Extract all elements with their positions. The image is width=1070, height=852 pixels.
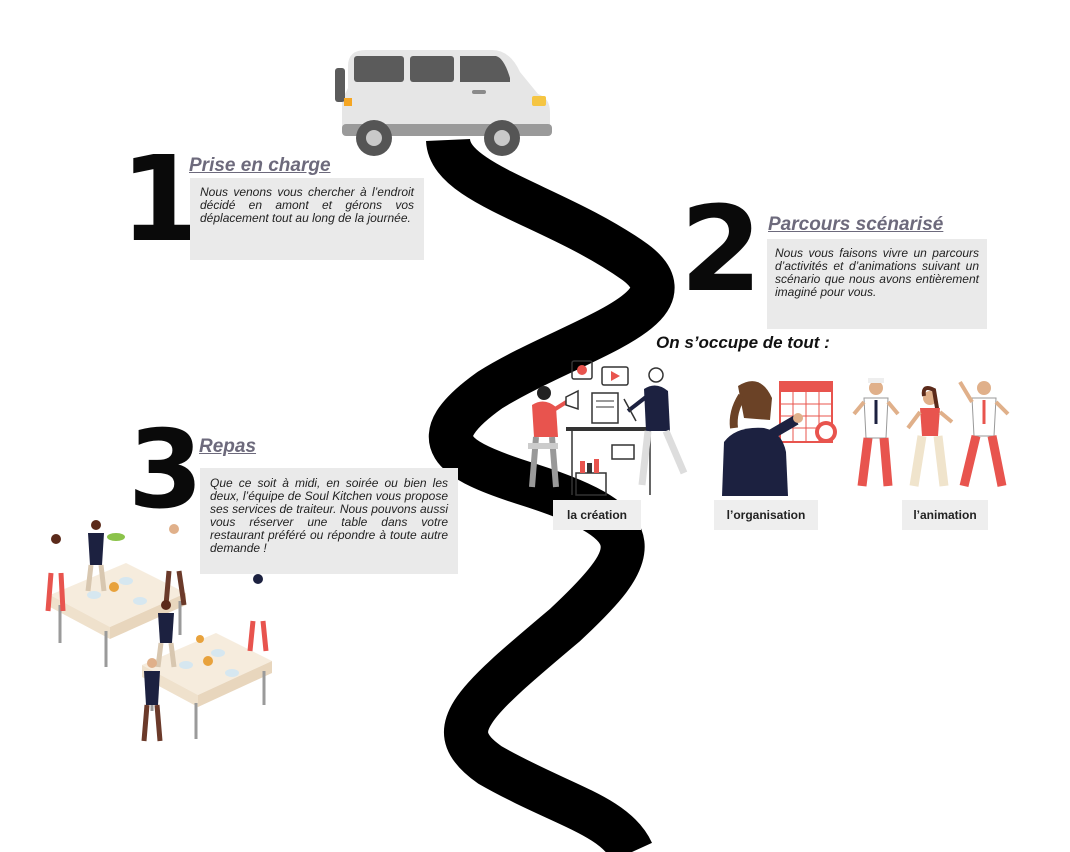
van-illustration <box>335 50 552 156</box>
organisation-calendar-illustration <box>722 381 837 496</box>
service-label-organisation: l’organisation <box>714 500 818 530</box>
service-label-animation: l’animation <box>902 500 988 530</box>
step-number-1: 1 <box>120 130 203 268</box>
step-number-3: 3 <box>128 408 204 533</box>
animation-dancers-illustration <box>852 378 1010 488</box>
step-text-1: Nous venons vous chercher à l’endroit dé… <box>190 178 424 260</box>
step-number-2: 2 <box>680 180 763 318</box>
services-heading: On s’occupe de tout : <box>656 333 830 352</box>
catering-banquet-illustration <box>45 520 272 742</box>
step-text-3: Que ce soit à midi, en soirée ou bien le… <box>200 468 458 574</box>
step-title-2: Parcours scénarisé <box>768 214 944 235</box>
creation-team-illustration <box>528 360 688 496</box>
step-title-3: Repas <box>199 436 257 457</box>
service-label-creation: la création <box>553 500 641 530</box>
step-text-2: Nous vous faisons vivre un parcours d’ac… <box>767 239 987 329</box>
step-title-1: Prise en charge <box>189 155 331 176</box>
